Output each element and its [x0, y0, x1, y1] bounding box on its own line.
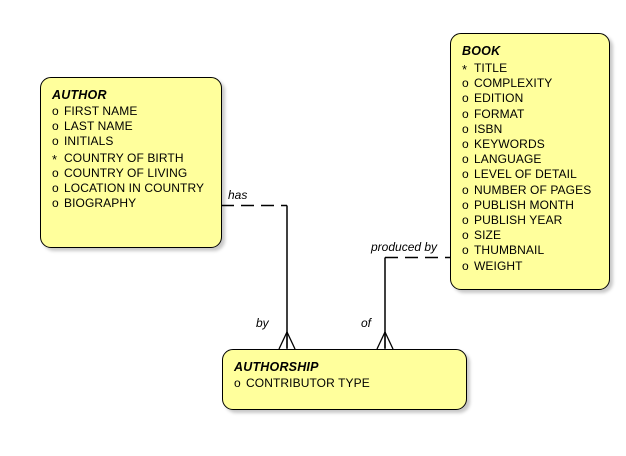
- attribute-marker-optional: o: [462, 258, 469, 273]
- relationship-label-has: has: [228, 188, 248, 202]
- attribute-row: o FORMAT: [462, 107, 599, 122]
- attribute-row: o SIZE: [462, 228, 599, 243]
- attribute-label: COMPLEXITY: [474, 76, 553, 91]
- attribute-label: FORMAT: [474, 106, 525, 121]
- attribute-label: ISBN: [474, 121, 503, 136]
- attribute-row: o CONTRIBUTOR TYPE: [234, 376, 456, 391]
- attribute-row: o LOCATION IN COUNTRY: [52, 181, 211, 196]
- attribute-label: LEVEL OF DETAIL: [474, 167, 577, 182]
- attribute-row: o THUMBNAIL: [462, 243, 599, 258]
- attribute-marker-optional: o: [52, 134, 59, 149]
- attribute-label: LOCATION IN COUNTRY: [64, 181, 205, 196]
- entity-author-attributes: o FIRST NAME o LAST NAME o INITIALS * CO…: [52, 104, 211, 211]
- attribute-row: o LEVEL OF DETAIL: [462, 167, 599, 182]
- attribute-row: o PUBLISH YEAR: [462, 213, 599, 228]
- entity-author[interactable]: AUTHOR o FIRST NAME o LAST NAME o INITIA…: [40, 77, 222, 248]
- attribute-row: o NUMBER OF PAGES: [462, 183, 599, 198]
- attribute-marker-optional: o: [234, 376, 241, 390]
- relationship-book-authorship: [376, 256, 450, 350]
- attribute-row: o LANGUAGE: [462, 152, 599, 167]
- attribute-label: FIRST NAME: [64, 104, 138, 118]
- attribute-row: o KEYWORDS: [462, 137, 599, 152]
- attribute-marker-optional: o: [462, 213, 469, 228]
- attribute-marker-optional: o: [462, 243, 469, 258]
- entity-authorship-title: AUTHORSHIP: [234, 360, 319, 374]
- entity-authorship[interactable]: AUTHORSHIP o CONTRIBUTOR TYPE: [222, 349, 467, 410]
- attribute-marker-mandatory: *: [52, 151, 58, 167]
- attribute-marker-optional: o: [462, 137, 469, 152]
- attribute-row: o PUBLISH MONTH: [462, 198, 599, 213]
- attribute-label: LANGUAGE: [474, 152, 542, 167]
- crowsfoot-authorship-of: [376, 331, 394, 350]
- attribute-label: LAST NAME: [64, 119, 133, 134]
- attribute-label: COUNTRY OF BIRTH: [64, 150, 184, 165]
- attribute-label: CONTRIBUTOR TYPE: [246, 376, 370, 390]
- attribute-label: NUMBER OF PAGES: [474, 182, 592, 197]
- attribute-marker-optional: o: [462, 182, 469, 197]
- attribute-row: o EDITION: [462, 91, 599, 106]
- attribute-label: BIOGRAPHY: [64, 196, 137, 211]
- crowsfoot-authorship-by: [278, 331, 296, 350]
- attribute-marker-optional: o: [52, 119, 59, 134]
- attribute-row: o COUNTRY OF LIVING: [52, 166, 211, 181]
- attribute-row: o WEIGHT: [462, 259, 599, 274]
- attribute-marker-optional: o: [462, 91, 469, 106]
- attribute-marker-optional: o: [462, 167, 469, 182]
- attribute-marker-optional: o: [462, 152, 469, 167]
- attribute-marker-optional: o: [52, 104, 59, 118]
- attribute-marker-optional: o: [462, 121, 469, 136]
- attribute-row: o BIOGRAPHY: [52, 196, 211, 211]
- attribute-row: * TITLE: [462, 60, 599, 77]
- entity-book-title: BOOK: [462, 44, 501, 58]
- relationship-label-produced-by: produced by: [371, 240, 438, 254]
- attribute-marker-optional: o: [52, 196, 59, 211]
- attribute-row: o ISBN: [462, 122, 599, 137]
- attribute-row: o COMPLEXITY: [462, 76, 599, 91]
- attribute-row: o INITIALS: [52, 134, 211, 149]
- attribute-label: THUMBNAIL: [474, 243, 545, 258]
- attribute-label: EDITION: [474, 91, 524, 106]
- attribute-marker-optional: o: [462, 106, 469, 121]
- entity-authorship-attributes: o CONTRIBUTOR TYPE: [234, 376, 456, 391]
- attribute-row: * COUNTRY OF BIRTH: [52, 150, 211, 167]
- attribute-row: o LAST NAME: [52, 119, 211, 134]
- attribute-marker-optional: o: [462, 76, 469, 91]
- attribute-label: COUNTRY OF LIVING: [64, 165, 188, 180]
- attribute-marker-optional: o: [52, 181, 59, 196]
- attribute-label: PUBLISH YEAR: [474, 213, 563, 228]
- entity-book-attributes: * TITLE o COMPLEXITY o EDITION o FORMAT …: [462, 60, 599, 274]
- relationship-label-of: of: [361, 316, 372, 330]
- attribute-label: PUBLISH MONTH: [474, 197, 574, 212]
- attribute-label: WEIGHT: [474, 258, 523, 273]
- entity-book[interactable]: BOOK * TITLE o COMPLEXITY o EDITION o FO…: [450, 33, 610, 290]
- attribute-marker-optional: o: [462, 197, 469, 212]
- attribute-marker-optional: o: [52, 165, 59, 180]
- attribute-row: o FIRST NAME: [52, 104, 211, 119]
- attribute-label: KEYWORDS: [474, 137, 545, 152]
- attribute-label: TITLE: [474, 61, 508, 75]
- attribute-marker-mandatory: *: [462, 62, 468, 77]
- attribute-label: INITIALS: [64, 134, 114, 149]
- attribute-marker-optional: o: [462, 228, 469, 243]
- attribute-label: SIZE: [474, 228, 502, 243]
- entity-author-title: AUTHOR: [52, 88, 107, 102]
- relationship-label-by: by: [256, 316, 269, 330]
